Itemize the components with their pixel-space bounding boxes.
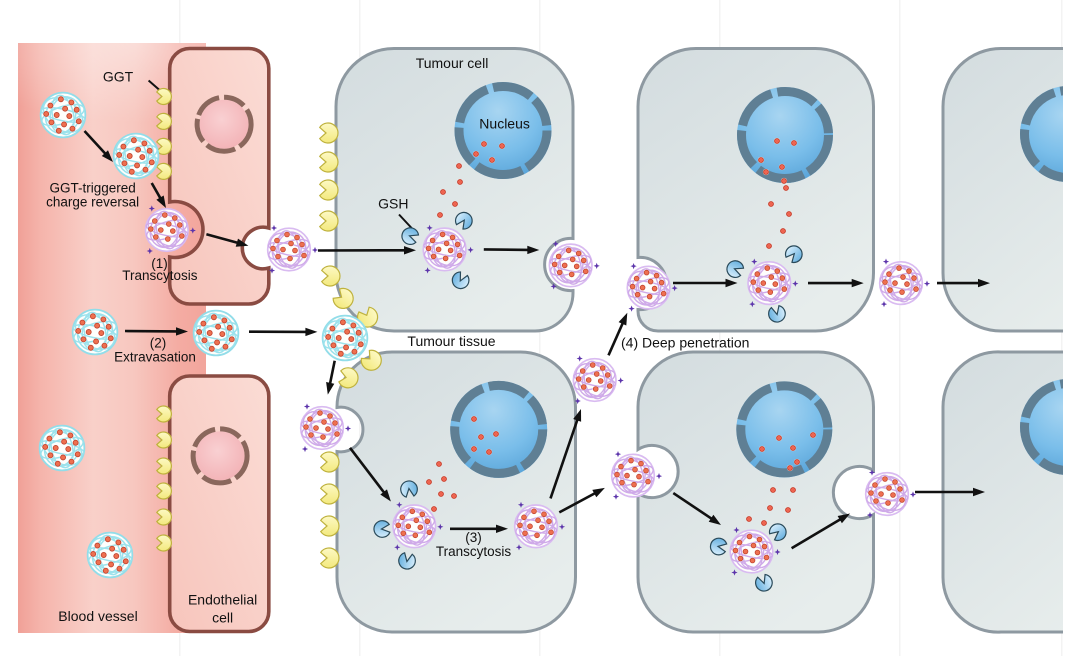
- svg-text:charge reversal: charge reversal: [46, 194, 139, 209]
- svg-text:GGT-triggered: GGT-triggered: [49, 180, 135, 195]
- svg-text:(3): (3): [465, 530, 482, 545]
- svg-text:(2): (2): [150, 336, 167, 351]
- svg-text:Transcytosis: Transcytosis: [436, 544, 512, 559]
- svg-text:Nucleus: Nucleus: [479, 115, 530, 131]
- svg-text:cell: cell: [212, 610, 233, 626]
- svg-text:(4) Deep penetration: (4) Deep penetration: [621, 335, 749, 351]
- svg-text:Blood vessel: Blood vessel: [58, 608, 137, 624]
- svg-text:Extravasation: Extravasation: [114, 350, 196, 365]
- svg-text:Endothelial: Endothelial: [188, 591, 257, 607]
- svg-text:GSH: GSH: [378, 195, 408, 211]
- svg-text:Tumour cell: Tumour cell: [416, 55, 489, 71]
- svg-text:GGT: GGT: [103, 68, 134, 84]
- svg-text:Tumour tissue: Tumour tissue: [407, 333, 495, 349]
- svg-text:Transcytosis: Transcytosis: [122, 268, 198, 283]
